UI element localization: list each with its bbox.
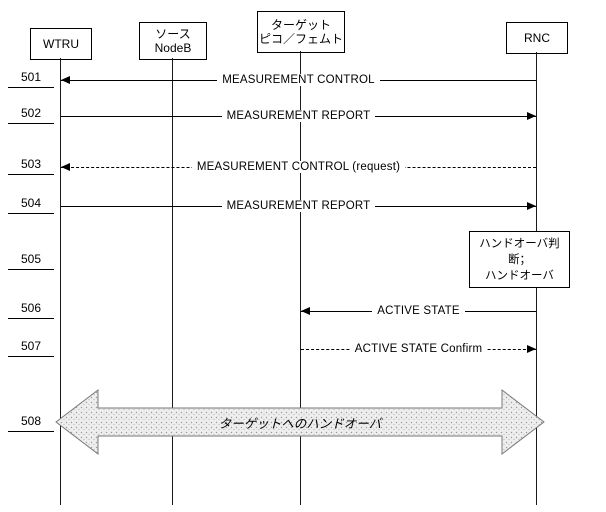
step-number-507: 507: [8, 339, 54, 357]
actor-wtru-label: WTRU: [43, 37, 79, 51]
lifeline-source-nodeb: [172, 58, 173, 505]
actor-target-label-line2: ピコ／フェムト: [258, 32, 343, 46]
handover-decision-line1: ハンドオーバ判断；: [479, 237, 560, 266]
actor-wtru: WTRU: [30, 28, 92, 60]
actor-rnc-label: RNC: [524, 31, 550, 45]
arrowhead-right-icon: [527, 202, 536, 210]
arrowhead-right-icon: [527, 345, 536, 353]
step-number-505: 505: [8, 252, 54, 270]
handover-decision-line2: ハンドオーバ: [485, 269, 554, 282]
arrowhead-left-icon: [61, 76, 70, 84]
message-label-503: MEASUREMENT CONTROL (request): [61, 160, 536, 174]
handover-arrow-label: ターゲットへのハンドオーバ: [218, 416, 382, 431]
message-label-504: MEASUREMENT REPORT: [61, 199, 536, 213]
message-label-506: ACTIVE STATE: [301, 304, 536, 318]
step-number-501: 501: [8, 70, 54, 88]
step-number-502: 502: [8, 106, 54, 124]
lifeline-wtru: [60, 58, 61, 505]
handover-decision-box: ハンドオーバ判断； ハンドオーバ: [469, 231, 570, 288]
arrowhead-left-icon: [61, 163, 70, 171]
actor-source-label-line1: ソース: [155, 27, 191, 41]
message-label-502: MEASUREMENT REPORT: [61, 109, 536, 123]
step-number-506: 506: [8, 301, 54, 319]
handover-block-arrow: [55, 388, 545, 456]
actor-rnc: RNC: [506, 22, 568, 54]
message-label-501: MEASUREMENT CONTROL: [61, 73, 536, 87]
arrowhead-right-icon: [527, 112, 536, 120]
message-label-507: ACTIVE STATE Confirm: [301, 342, 536, 356]
step-number-508: 508: [8, 414, 54, 432]
double-arrow-shape: [55, 388, 545, 456]
arrowhead-left-icon: [301, 307, 310, 315]
actor-source-nodeb: ソース NodeB: [139, 22, 207, 60]
lifeline-target: [300, 51, 301, 505]
actor-target-pico-femto: ターゲット ピコ／フェムト: [257, 11, 345, 53]
actor-source-label-line2: NodeB: [154, 41, 192, 55]
actor-target-label-line1: ターゲット: [270, 18, 331, 32]
step-number-504: 504: [8, 196, 54, 214]
step-number-503: 503: [8, 157, 54, 175]
